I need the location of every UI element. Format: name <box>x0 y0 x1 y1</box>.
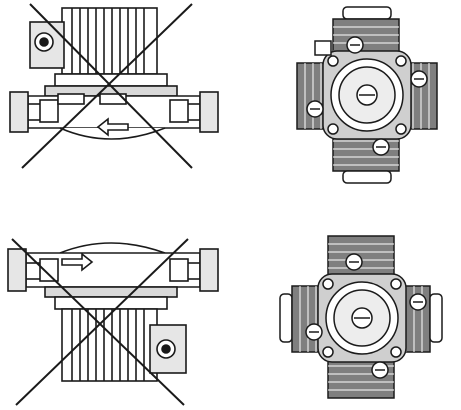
pump-side-view-inverted-drawing <box>7 238 219 406</box>
incorrect-cross-mark <box>11 238 189 406</box>
panel-side-view-motor-bottom <box>0 225 230 410</box>
terminal-box <box>29 21 65 69</box>
stator-housing <box>61 7 158 75</box>
pump-front-view-drawing <box>279 235 443 399</box>
stator-housing <box>61 308 158 382</box>
incorrect-cross-mark <box>21 3 193 169</box>
flow-direction-arrow <box>61 252 94 272</box>
panel-front-view-lower <box>278 232 446 404</box>
pump-front-view-drawing <box>296 6 438 184</box>
panel-side-view-motor-top <box>0 0 230 200</box>
pump-body <box>7 242 219 292</box>
panel-front-view-upper <box>285 5 445 187</box>
terminal-box <box>149 324 187 374</box>
flow-direction-arrow <box>96 117 129 137</box>
pump-body <box>9 91 219 140</box>
pump-side-view-drawing <box>9 3 219 169</box>
